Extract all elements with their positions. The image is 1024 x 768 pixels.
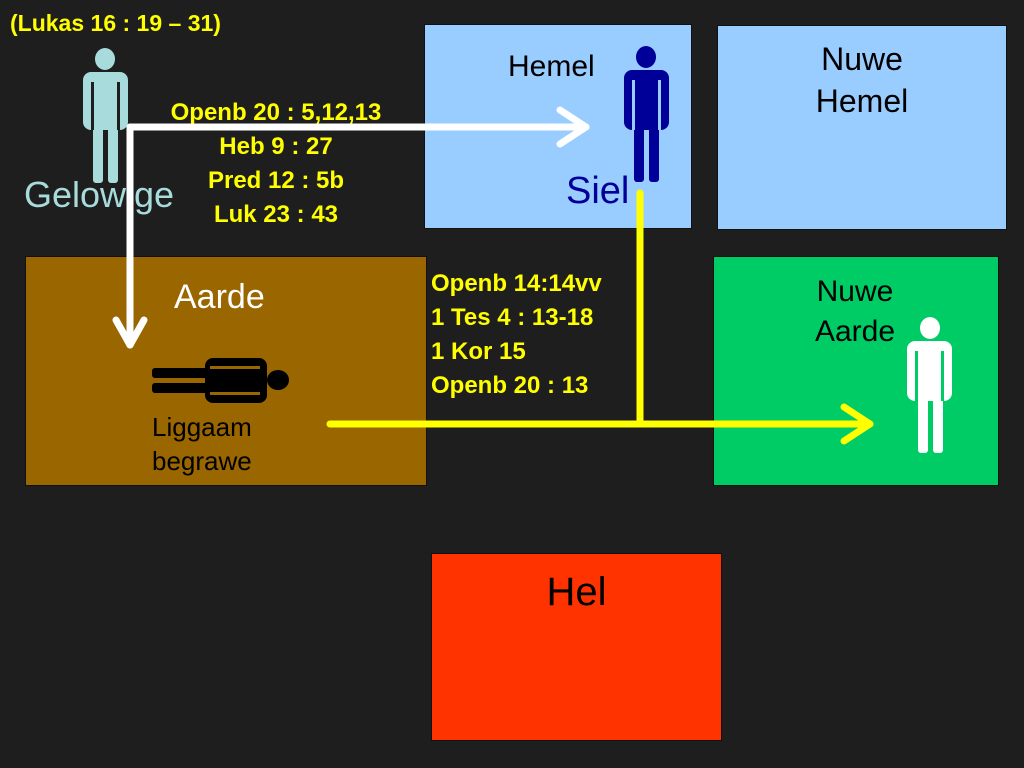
hell-box bbox=[431, 553, 722, 741]
hell-label: Hel bbox=[546, 570, 607, 614]
soul-verse: Openb 20 : 5,12,13 bbox=[170, 99, 382, 126]
earth-label: Aarde bbox=[174, 278, 265, 316]
new-heaven-label-line2: Hemel bbox=[815, 83, 909, 119]
new-earth-label: Nuwe Aarde bbox=[805, 272, 905, 352]
new-heaven-label-line1: Nuwe bbox=[821, 41, 903, 77]
believer-label: Gelowige bbox=[24, 174, 175, 215]
resurrection-verse: Openb 14:14vv bbox=[431, 270, 602, 297]
soul-label: Siel bbox=[566, 170, 630, 212]
scripture-reference: (Lukas 16 : 19 – 31) bbox=[10, 10, 221, 36]
body-label: Liggaam begrawe bbox=[152, 410, 252, 478]
resurrection-verse: 1 Tes 4 : 13-18 bbox=[431, 304, 594, 331]
heaven-label: Hemel bbox=[508, 50, 595, 83]
body-label-line2: begrawe bbox=[152, 446, 252, 476]
resurrection-verse: 1 Kor 15 bbox=[431, 338, 526, 365]
body-label-line1: Liggaam bbox=[152, 412, 252, 442]
resurrection-verse: Openb 20 : 13 bbox=[431, 372, 589, 399]
soul-verse: Pred 12 : 5b bbox=[207, 167, 345, 194]
soul-verse: Luk 23 : 43 bbox=[213, 201, 339, 228]
new-earth-label-line1: Nuwe bbox=[816, 275, 894, 308]
resurrection-verses: Openb 14:14vv 1 Tes 4 : 13-18 1 Kor 15 O… bbox=[431, 267, 602, 403]
new-heaven-label: Nuwe Hemel bbox=[717, 38, 1007, 122]
new-earth-label-line2: Aarde bbox=[814, 315, 896, 348]
new-heaven-box bbox=[717, 25, 1007, 230]
soul-verse: Heb 9 : 27 bbox=[219, 133, 333, 160]
soul-verses: Openb 20 : 5,12,13 Heb 9 : 27 Pred 12 : … bbox=[140, 96, 412, 232]
